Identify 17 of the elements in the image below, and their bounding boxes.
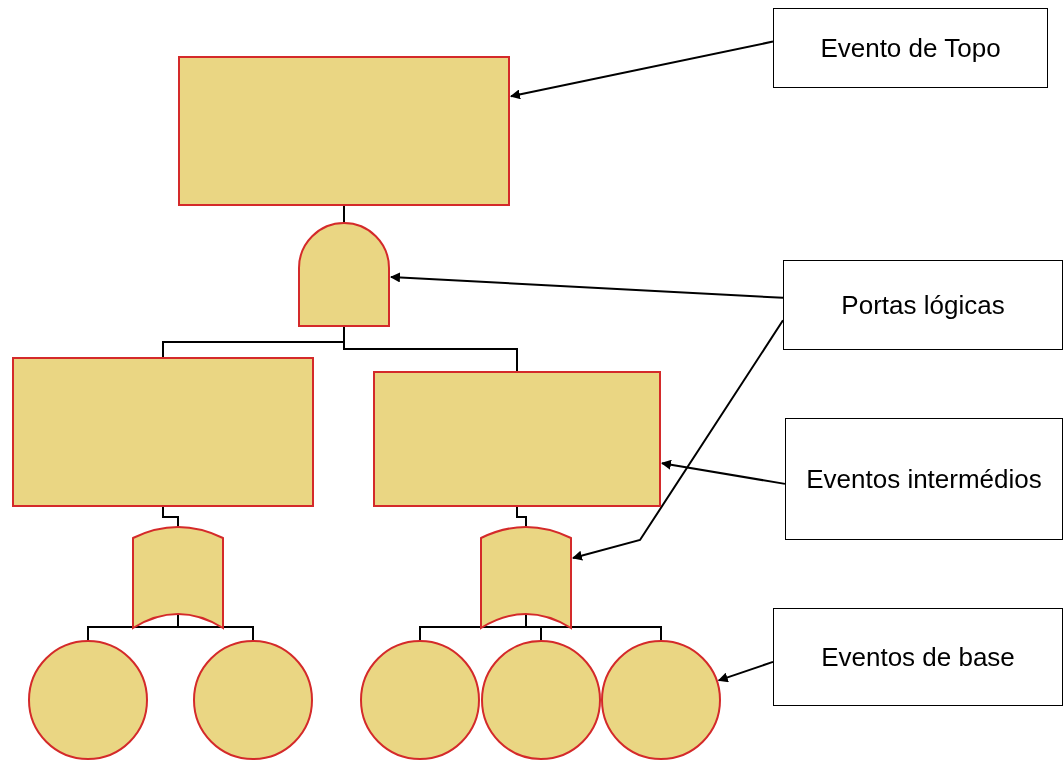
leader-arrow	[510, 40, 774, 100]
callout-label: Eventos intermédios	[785, 418, 1063, 540]
connector-line	[343, 325, 518, 372]
callout-label: Eventos de base	[773, 608, 1063, 706]
connector-line	[343, 205, 345, 224]
leader-arrow	[390, 272, 784, 299]
callout-label: Evento de Topo	[773, 8, 1048, 88]
callout-label: Portas lógicas	[783, 260, 1063, 350]
leader-arrow	[717, 660, 774, 683]
connector-line	[516, 506, 527, 528]
leader-arrow	[572, 319, 784, 561]
event-box	[178, 56, 510, 206]
and-gate	[298, 222, 390, 327]
connector-line	[162, 506, 179, 528]
event-box	[373, 371, 661, 507]
leader-arrow	[661, 459, 786, 485]
event-box	[12, 357, 314, 507]
